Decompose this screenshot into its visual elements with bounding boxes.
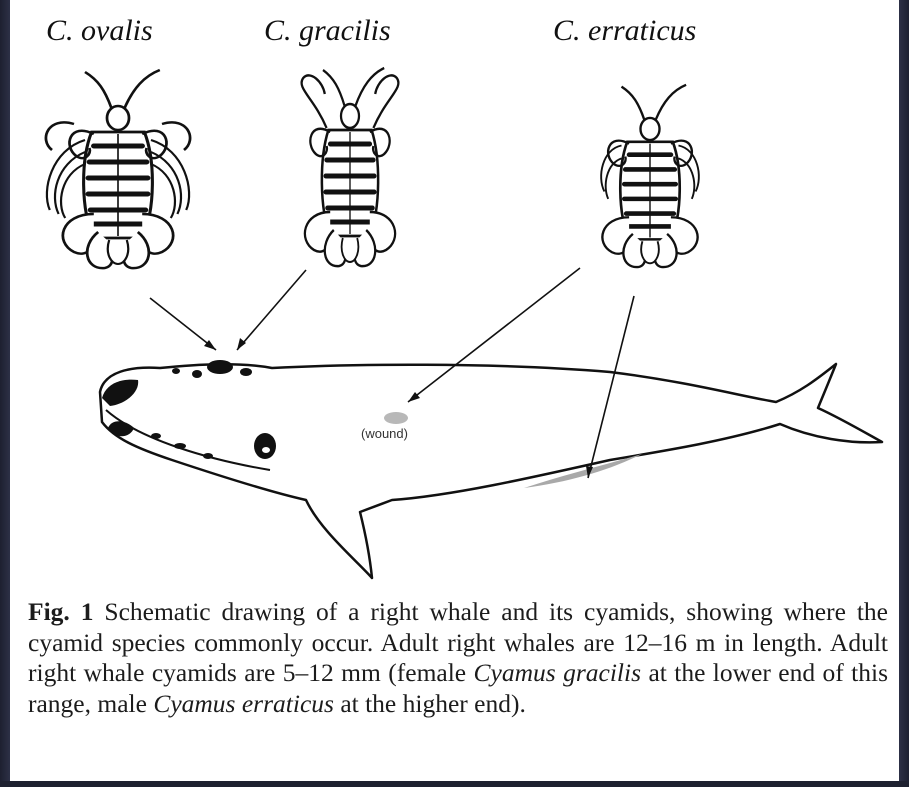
slide-frame-bottom bbox=[0, 781, 909, 787]
slide-frame-right bbox=[899, 0, 909, 787]
caption-species-erraticus: Cyamus erraticus bbox=[153, 689, 334, 718]
caption-species-gracilis: Cyamus gracilis bbox=[474, 658, 642, 687]
callosity-icon bbox=[207, 360, 233, 374]
cyamid-erraticus-icon bbox=[601, 85, 699, 267]
figure-drawing bbox=[10, 0, 899, 590]
cyamid-ovalis-icon bbox=[46, 70, 190, 268]
wound-label: (wound) bbox=[361, 426, 408, 441]
figure-caption: Fig. 1 Schematic drawing of a right whal… bbox=[28, 597, 888, 719]
cyamid-gracilis-icon bbox=[302, 68, 399, 266]
caption-text-3: at the higher end). bbox=[334, 689, 526, 718]
right-whale-icon bbox=[100, 360, 882, 578]
slide-frame-left bbox=[0, 0, 10, 787]
wound-patch-icon bbox=[384, 412, 408, 424]
figure-page: C. ovalis C. gracilis C. erraticus bbox=[10, 0, 899, 781]
figure-number: Fig. 1 bbox=[28, 597, 93, 626]
